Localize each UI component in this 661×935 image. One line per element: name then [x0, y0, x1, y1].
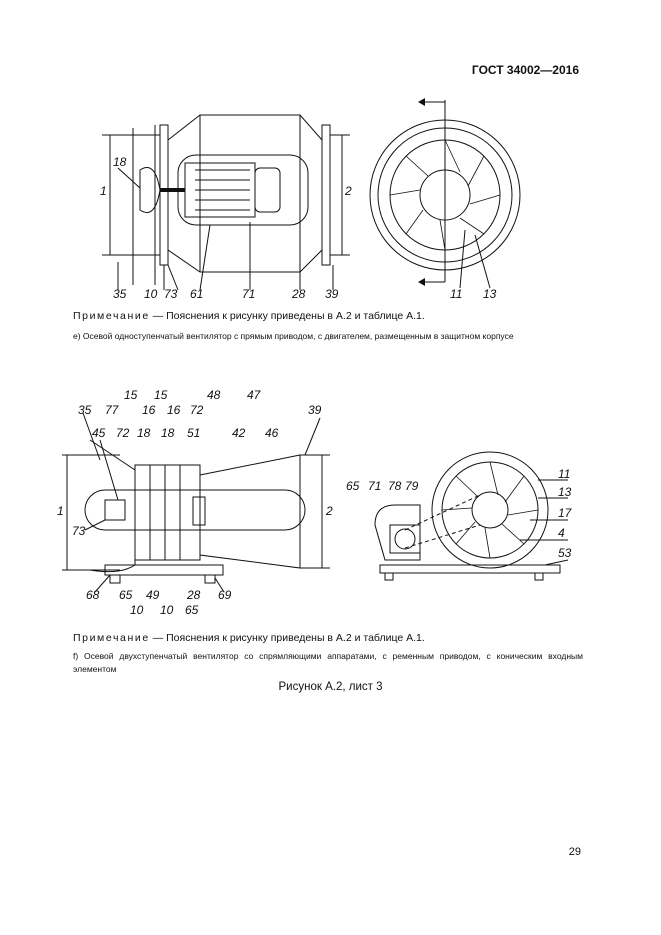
figure-caption: Рисунок А.2, лист 3 [278, 681, 383, 693]
label-e-39: 39 [325, 287, 339, 301]
label-f-28: 28 [186, 588, 201, 602]
label-f-51: 51 [187, 426, 200, 440]
label-f-72b: 72 [116, 426, 130, 440]
label-f-47: 47 [247, 388, 262, 402]
note-e-lead: Примечание [73, 310, 150, 322]
label-f-42: 42 [232, 426, 246, 440]
note-e-text: — Пояснения к рисунку приведены в А.2 и … [149, 310, 425, 322]
label-f-73: 73 [72, 524, 86, 538]
label-f-39: 39 [308, 403, 322, 417]
label-f-15a: 15 [124, 388, 138, 402]
label-f-65a: 65 [119, 588, 133, 602]
label-f-49: 49 [146, 588, 160, 602]
label-e-18: 18 [113, 155, 127, 169]
label-f-79: 79 [405, 479, 419, 493]
label-f-53: 53 [558, 546, 572, 560]
note-f-lead: Примечание [73, 632, 150, 644]
label-f-68: 68 [86, 588, 100, 602]
label-f-10b: 10 [160, 603, 174, 617]
note-f: Примечание — Пояснения к рисунку приведе… [73, 632, 425, 644]
label-f-69: 69 [218, 588, 232, 602]
caption-e: е) Осевой одноступенчатый вентилятор с п… [73, 331, 514, 341]
page-number: 29 [568, 846, 581, 858]
label-f-71: 71 [368, 479, 381, 493]
label-f-16b: 16 [167, 403, 181, 417]
label-f-4: 4 [558, 526, 565, 540]
label-e-35: 35 [113, 287, 127, 301]
label-f-46: 46 [265, 426, 279, 440]
label-e-61: 61 [190, 287, 203, 301]
label-f-1: 1 [57, 504, 64, 518]
standard-number: ГОСТ 34002—2016 [471, 63, 579, 77]
caption-f: f) Осевой двухступенчатый вентилятор со … [73, 651, 583, 674]
label-f-35: 35 [78, 403, 92, 417]
note-e: Примечание — Пояснения к рисунку приведе… [73, 310, 425, 322]
label-f-65c: 65 [346, 479, 360, 493]
label-f-16a: 16 [142, 403, 156, 417]
label-f-65b: 65 [185, 603, 199, 617]
label-f-10a: 10 [130, 603, 144, 617]
label-f-15b: 15 [154, 388, 168, 402]
label-f-18a: 18 [137, 426, 151, 440]
label-e-10: 10 [144, 287, 158, 301]
label-f-48: 48 [207, 388, 221, 402]
label-f-77: 77 [105, 403, 120, 417]
label-e-73: 73 [164, 287, 178, 301]
label-e-1: 1 [100, 184, 107, 198]
note-f-text: — Пояснения к рисунку приведены в А.2 и … [149, 632, 425, 644]
label-e-2: 2 [344, 184, 352, 198]
label-f-18b: 18 [161, 426, 175, 440]
label-e-71: 71 [242, 287, 255, 301]
label-e-11: 11 [450, 287, 462, 301]
label-f-13: 13 [558, 485, 572, 499]
label-f-72a: 72 [190, 403, 204, 417]
label-e-28: 28 [291, 287, 306, 301]
label-f-11: 11 [558, 467, 570, 481]
label-f-78: 78 [388, 479, 402, 493]
label-f-2: 2 [325, 504, 333, 518]
label-f-17: 17 [558, 506, 573, 520]
label-e-13: 13 [483, 287, 497, 301]
label-f-45: 45 [92, 426, 106, 440]
